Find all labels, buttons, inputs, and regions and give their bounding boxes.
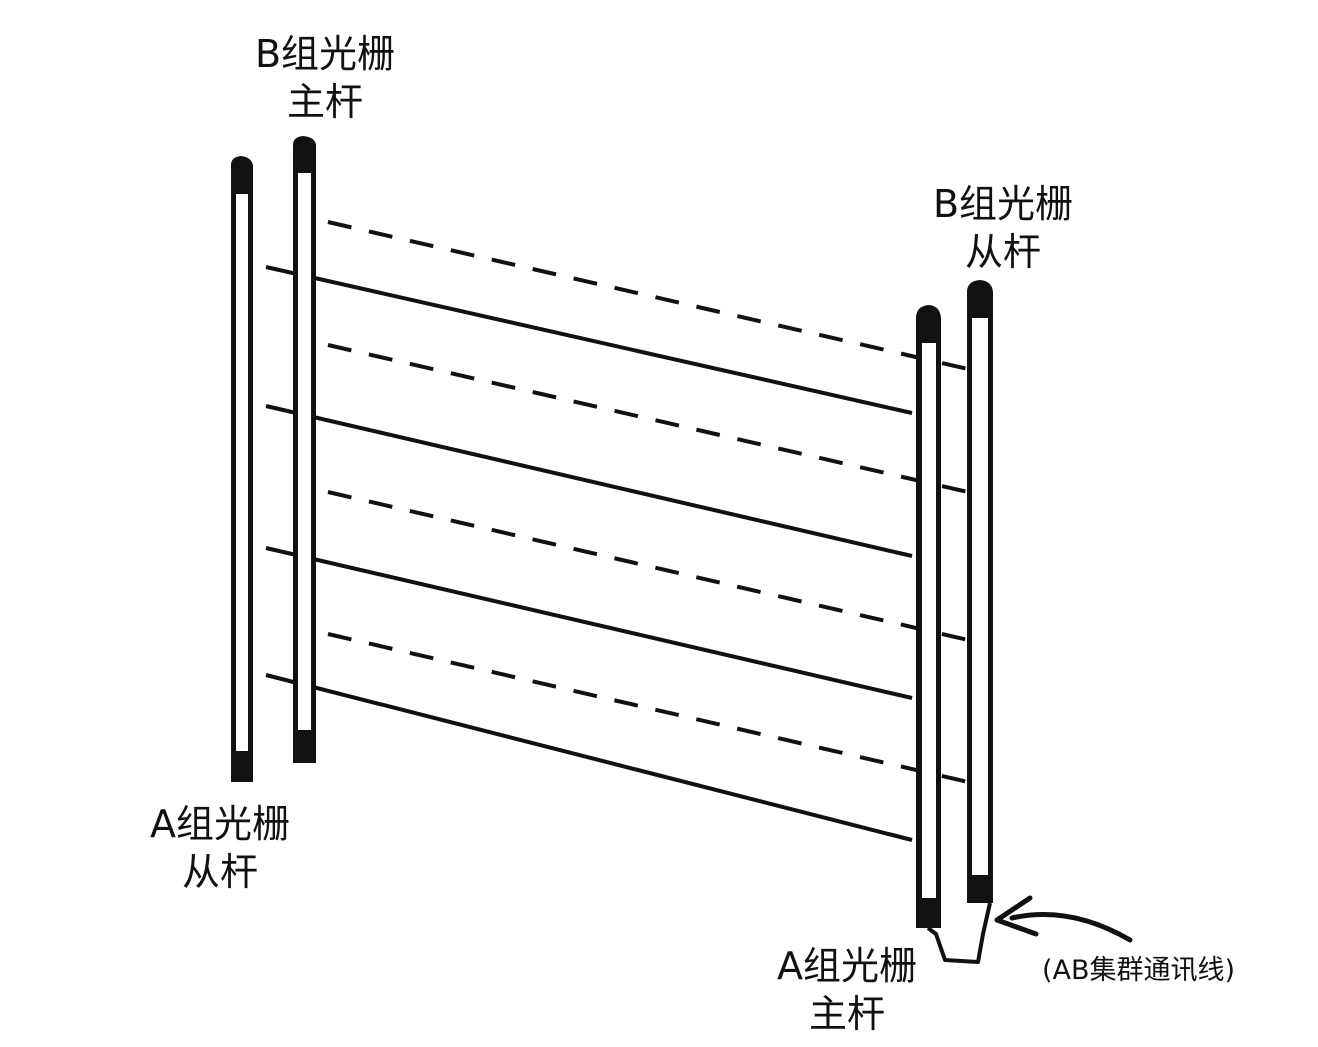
label-cable: (AB集群通讯线) bbox=[1042, 955, 1236, 986]
b-master-pole bbox=[293, 136, 316, 763]
label-a-master-line1: A组光栅 bbox=[777, 944, 917, 988]
a-group-beams bbox=[265, 265, 913, 842]
label-a-slave-line2: 从杆 bbox=[181, 850, 258, 894]
label-b-master-line2: 主杆 bbox=[286, 80, 363, 124]
label-b-slave: B组光栅 从杆 bbox=[918, 180, 1088, 276]
a-master-pole bbox=[916, 305, 941, 928]
a-beam-4 bbox=[265, 673, 913, 842]
label-a-master: A组光栅 主杆 bbox=[762, 942, 932, 1038]
label-a-slave: A组光栅 从杆 bbox=[135, 800, 305, 896]
b-beam-4 bbox=[327, 632, 969, 784]
a-beam-3 bbox=[265, 546, 913, 700]
label-b-slave-line1: B组光栅 bbox=[932, 182, 1074, 226]
b-beam-1 bbox=[327, 220, 969, 371]
b-beam-2 bbox=[327, 343, 969, 494]
b-beam-3 bbox=[327, 490, 969, 642]
cable-callout-arrow bbox=[994, 895, 1133, 943]
label-b-master-line1: B组光栅 bbox=[254, 32, 396, 76]
b-slave-pole bbox=[967, 280, 993, 903]
ab-cluster-cable bbox=[926, 902, 992, 964]
a-beam-2 bbox=[265, 404, 913, 558]
label-b-master: B组光栅 主杆 bbox=[240, 30, 410, 126]
label-b-slave-line2: 从杆 bbox=[964, 230, 1041, 274]
b-group-beams bbox=[327, 220, 969, 784]
label-a-slave-line1: A组光栅 bbox=[150, 802, 290, 846]
a-slave-pole bbox=[231, 156, 253, 782]
a-beam-1 bbox=[265, 265, 913, 415]
label-a-master-line2: 主杆 bbox=[808, 992, 885, 1036]
